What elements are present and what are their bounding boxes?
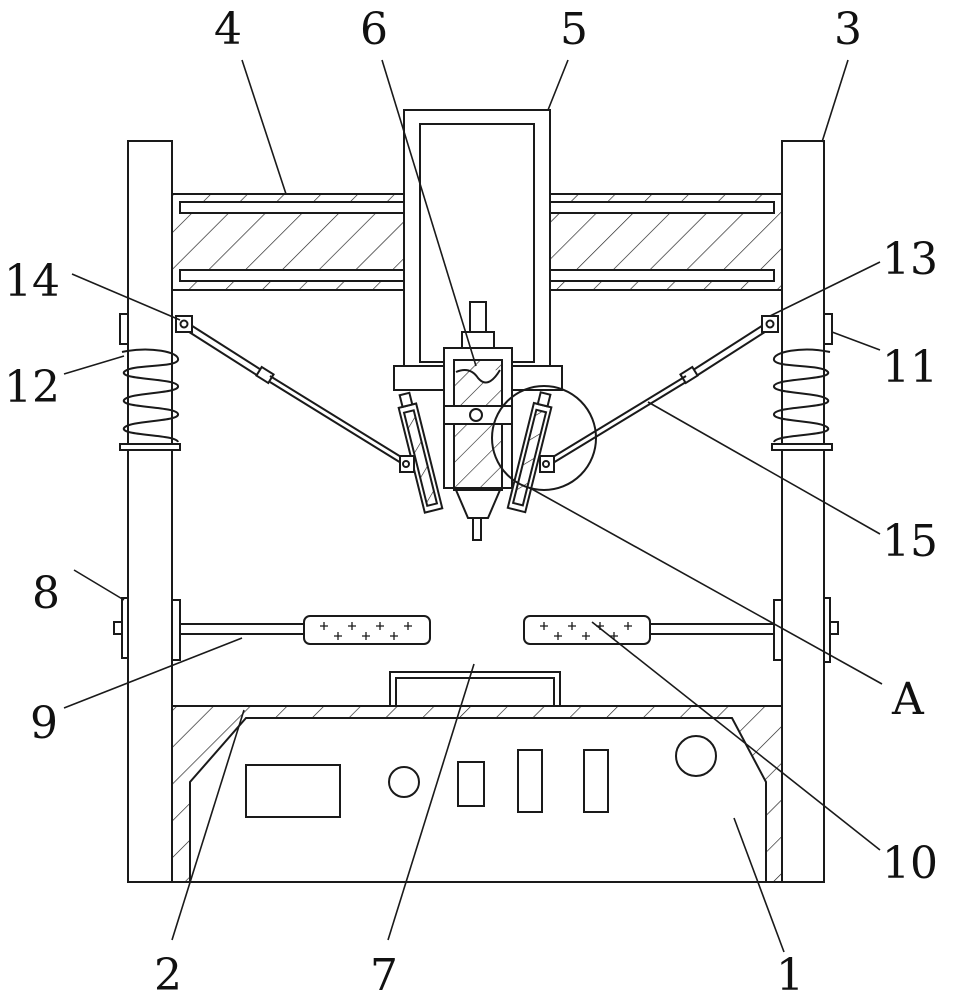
detail-circle-a	[491, 385, 597, 491]
right-link-arm-b	[689, 329, 769, 381]
right-spring-cap-top	[823, 313, 833, 345]
right-link-bottom-pin	[542, 460, 550, 468]
leader-lines	[63, 59, 883, 953]
leader-12	[63, 355, 125, 375]
label-14: 14	[4, 256, 60, 307]
leader-15	[647, 401, 881, 535]
control-knob-large	[675, 735, 717, 777]
label-2: 2	[154, 950, 182, 1000]
label-6: 6	[360, 4, 388, 55]
left-link-arm-a	[185, 321, 267, 374]
reference-labels: 4 6 5 3 14 13 12 11 8 15 A 9 10 2 7 1	[4, 4, 938, 1000]
leader-7	[387, 663, 475, 941]
label-13: 13	[882, 234, 938, 285]
print-bed	[389, 671, 561, 707]
label-9: 9	[30, 698, 58, 749]
head-sensor	[469, 408, 483, 422]
right-clamp-pad-texture	[540, 622, 632, 640]
control-knob-small	[388, 766, 420, 798]
left-link-arm	[175, 315, 415, 473]
right-clamp-inner-plate	[773, 599, 783, 661]
left-clamp-pad	[303, 615, 431, 645]
label-11: 11	[882, 342, 938, 393]
label-3: 3	[834, 4, 862, 55]
left-clamp-pad-texture	[320, 622, 412, 640]
right-column	[781, 140, 825, 883]
right-blade-clip	[536, 391, 552, 408]
leader-10	[591, 621, 881, 851]
left-spring-cap-top	[119, 313, 129, 345]
left-link-sleeve	[255, 365, 275, 385]
left-clamp-inner-plate	[171, 599, 181, 661]
left-link-rod-a	[269, 375, 407, 461]
head-nozzle-cone	[454, 489, 502, 519]
right-link-rod-a	[547, 375, 687, 461]
left-column	[127, 140, 173, 883]
right-spring-assembly	[771, 313, 833, 451]
leader-3	[821, 59, 849, 143]
right-link-arm	[539, 315, 779, 473]
left-blade	[397, 391, 444, 514]
leader-5	[547, 59, 569, 111]
head-fluid	[455, 369, 501, 384]
control-button-3	[583, 749, 609, 813]
right-spring-cap-bottom	[771, 443, 833, 451]
leader-9	[63, 637, 243, 709]
left-spring-cap-bottom	[119, 443, 181, 451]
right-blade	[506, 391, 553, 514]
leader-1	[733, 817, 785, 953]
leader-14	[71, 273, 181, 321]
head-nozzle-tip	[472, 517, 482, 541]
right-clamp-knob	[829, 621, 839, 635]
label-10: 10	[882, 838, 938, 889]
label-a: A	[891, 674, 925, 725]
display-panel	[245, 764, 341, 818]
label-5: 5	[560, 4, 588, 55]
head-motor-top	[469, 301, 487, 333]
base-body	[127, 705, 825, 883]
right-clamp	[523, 597, 839, 663]
right-link-arm-a	[689, 321, 769, 373]
base-assembly	[127, 705, 825, 883]
leader-11	[831, 331, 881, 351]
left-clamp	[113, 597, 431, 661]
left-link-rod-b	[269, 381, 407, 467]
control-button-2	[517, 749, 543, 813]
left-blade-insert	[402, 409, 439, 508]
left-spring-assembly	[119, 313, 181, 451]
leader-13	[769, 261, 881, 317]
label-15: 15	[882, 516, 938, 567]
label-1: 1	[776, 950, 804, 1000]
right-clamp-pad	[523, 615, 651, 645]
left-spring-coil	[121, 348, 180, 443]
right-link-top-pin	[765, 319, 775, 329]
control-button-1	[457, 761, 485, 807]
right-blade-insert	[511, 408, 548, 507]
left-link-arm-b	[185, 329, 267, 382]
label-7: 7	[370, 950, 398, 1000]
left-link-bottom-pin	[402, 460, 410, 468]
left-blade-clip	[398, 391, 414, 409]
right-spring-coil	[772, 348, 831, 443]
leader-a	[529, 487, 883, 685]
right-link-rod-b	[547, 381, 687, 467]
left-clamp-knob	[113, 621, 123, 635]
leader-8	[73, 569, 125, 601]
label-8: 8	[32, 568, 60, 619]
bed-tray-inner	[395, 677, 555, 707]
leader-6	[381, 59, 477, 367]
label-4: 4	[214, 4, 242, 55]
label-12: 12	[4, 362, 60, 413]
leader-2	[171, 709, 245, 941]
leader-4	[241, 59, 287, 195]
left-link-top-pin	[179, 319, 189, 329]
